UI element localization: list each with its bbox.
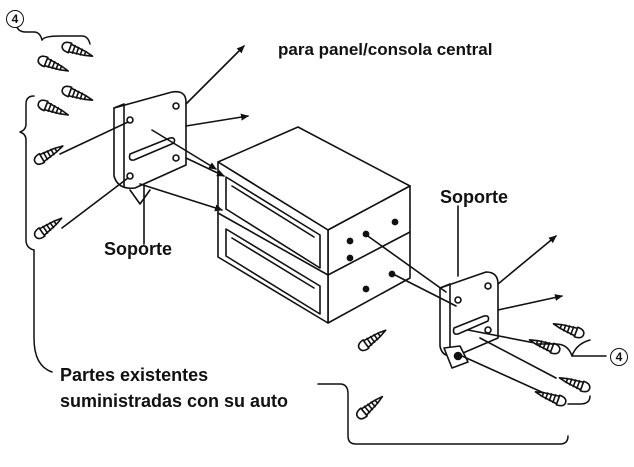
right-bracket (439, 271, 499, 369)
right-bracket-label: Soporte (440, 187, 509, 207)
left-bracket-label: Soporte (104, 239, 173, 259)
existing-parts-label-line2: suministradas con su auto (60, 391, 289, 411)
callout-number-right: 4 (610, 348, 628, 366)
stereo-unit (217, 126, 411, 324)
assembly-arrows (59, 45, 563, 395)
grouping-braces (15, 21, 607, 445)
leader-lines (143, 185, 459, 277)
panel-console-label: para panel/consola central (278, 40, 493, 59)
existing-parts-label-line1: Partes existentes (60, 365, 209, 385)
callout-number-top-left: 4 (6, 10, 24, 28)
